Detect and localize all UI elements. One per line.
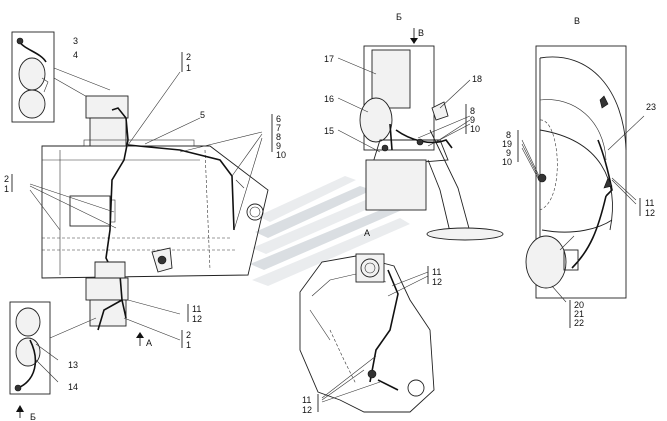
callout-2-1-top-2: 2 [186, 52, 191, 62]
view-a-title: А [364, 228, 370, 238]
watermark-logo [250, 176, 410, 286]
callout-6: 6 [276, 114, 281, 124]
callout-12-e: 12 [645, 208, 655, 218]
callout-20: 20 [574, 300, 584, 310]
callout-9: 9 [276, 141, 281, 151]
callout-2-1-top-1: 1 [186, 63, 191, 73]
callout-12-c: 12 [432, 277, 442, 287]
callout-14: 14 [68, 382, 78, 392]
callout-8-b: 8 [470, 106, 475, 116]
callout-labels: 3 4 5 2 1 2 1 6 7 8 9 10 11 12 2 1 А 13 … [4, 12, 656, 421]
callout-17: 17 [324, 54, 334, 64]
callout-10-b: 10 [470, 124, 480, 134]
callout-23: 23 [646, 102, 656, 112]
callout-19-v: 19 [502, 139, 512, 149]
view-b-arrow-label-bottom: Б [30, 412, 36, 421]
callout-11-e: 11 [645, 198, 654, 208]
view-a-arrow-label: А [146, 338, 152, 348]
callout-8: 8 [276, 132, 281, 142]
callout-2-1-left-2: 2 [4, 174, 9, 184]
view-b-title: Б [396, 12, 402, 22]
callout-7: 7 [276, 123, 281, 133]
inset-top-left [11, 31, 111, 123]
callout-2-1-bottom-1: 1 [186, 340, 191, 350]
callout-8-v: 8 [506, 130, 511, 140]
callout-10: 10 [276, 150, 286, 160]
callout-15: 15 [324, 126, 334, 136]
callout-10-v: 10 [502, 157, 512, 167]
callout-18: 18 [472, 74, 482, 84]
view-v-title: В [574, 16, 580, 26]
callout-21: 21 [574, 309, 584, 319]
callout-9-v: 9 [506, 148, 511, 158]
callout-3: 3 [73, 36, 78, 46]
callout-12-a: 12 [192, 314, 202, 324]
callout-12-d: 12 [302, 405, 312, 415]
callout-22: 22 [574, 318, 584, 328]
callout-11-d: 11 [302, 395, 311, 405]
main-frame [29, 71, 269, 341]
callout-9-b: 9 [470, 115, 475, 125]
view-v-assembly [521, 45, 645, 303]
view-b-assembly [337, 28, 504, 241]
callout-4: 4 [73, 50, 78, 60]
callout-16: 16 [324, 94, 334, 104]
callout-2-1-left-1: 1 [4, 184, 9, 194]
callout-13: 13 [68, 360, 78, 370]
callout-5: 5 [200, 110, 205, 120]
view-v-arrow-label: В [418, 28, 424, 38]
callout-2-1-bottom-2: 2 [186, 330, 191, 340]
inset-bottom-left [9, 301, 97, 395]
callout-11-c: 11 [432, 267, 441, 277]
callout-11-a: 11 [192, 304, 201, 314]
view-a-assembly [299, 253, 435, 413]
